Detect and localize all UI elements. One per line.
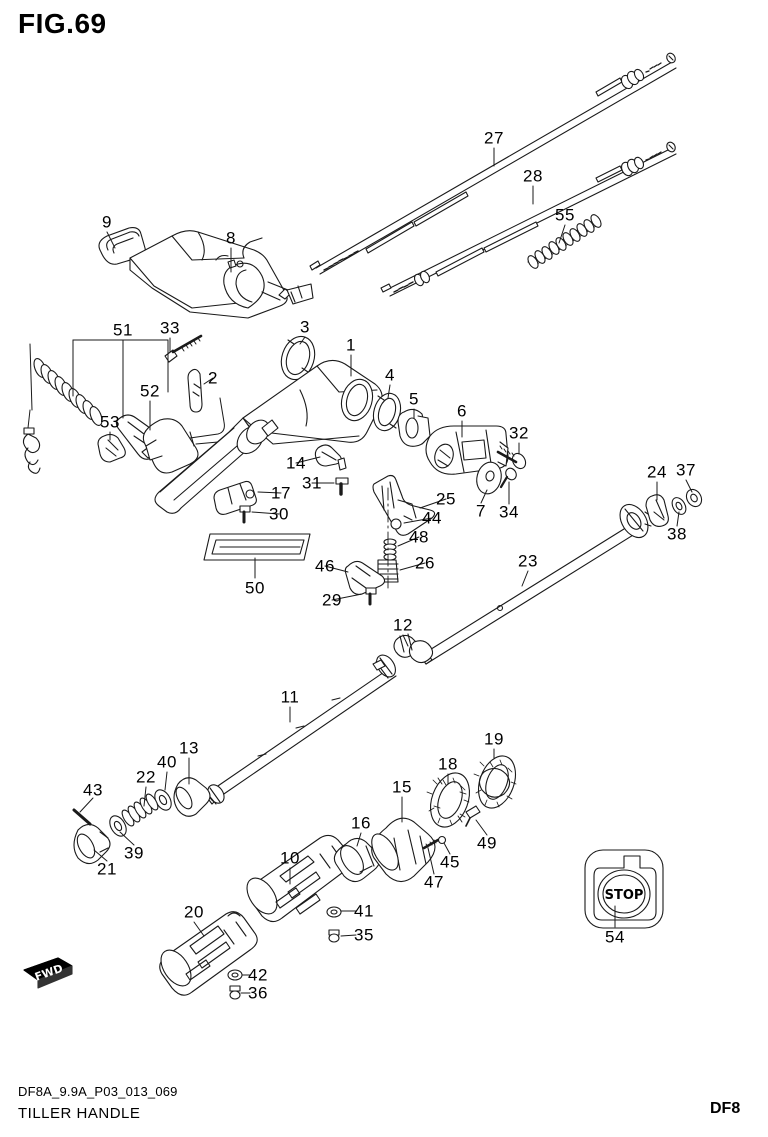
pin-43-part: [72, 808, 92, 826]
leader-lines: [72, 147, 693, 994]
callout-number-22: 22: [136, 767, 156, 787]
callout-number-45: 45: [440, 852, 460, 872]
lanyard-51-part: [22, 343, 103, 474]
callout-number-5: 5: [409, 389, 419, 409]
callout-number-44: 44: [422, 508, 442, 528]
callout-number-20: 20: [184, 902, 204, 922]
key-2-part: [187, 368, 203, 413]
callout-number-48: 48: [409, 527, 429, 547]
spring-22-part: [121, 793, 159, 827]
callout-number-38: 38: [667, 524, 687, 544]
spring-48-part: [383, 538, 397, 561]
callout-number-8: 8: [226, 228, 236, 248]
callout-number-34: 34: [499, 502, 519, 522]
cable-27-part: [309, 52, 677, 275]
fwd-direction-marker: FWD: [23, 957, 73, 989]
scale-ring-19-part: [473, 755, 517, 809]
ring-16-part: [333, 837, 381, 883]
callout-number-11: 11: [280, 687, 300, 707]
callout-number-53: 53: [100, 412, 120, 432]
callout-number-32: 32: [509, 423, 529, 443]
callout-number-24: 24: [647, 462, 667, 482]
callout-number-33: 33: [160, 318, 180, 338]
callout-number-37: 37: [676, 460, 696, 480]
label-plate-50-part: [203, 533, 311, 561]
callout-number-54: 54: [605, 927, 625, 947]
shaft-end-24-37-38: [619, 488, 703, 539]
callout-number-19: 19: [484, 729, 504, 749]
callout-number-3: 3: [300, 317, 310, 337]
callout-number-52: 52: [140, 381, 160, 401]
ring-3-part: [280, 335, 316, 381]
callout-number-21: 21: [97, 859, 117, 879]
switch-module-part: [97, 397, 225, 474]
callout-number-39: 39: [124, 843, 144, 863]
washer-40-part: [154, 789, 172, 811]
callout-number-27: 27: [484, 128, 504, 148]
stop-switch-text: STOP: [605, 888, 644, 903]
screw-34-part: [499, 467, 517, 489]
callout-number-30: 30: [269, 504, 289, 524]
callout-number-49: 49: [477, 833, 497, 853]
callout-number-15: 15: [392, 777, 412, 797]
stop-switch-54-part: STOP: [584, 849, 664, 929]
callout-number-9: 9: [102, 212, 112, 232]
end-cap-9-part: [98, 227, 146, 265]
callout-number-7: 7: [476, 501, 486, 521]
parts-41-35: [326, 906, 342, 943]
throttle-knob-15-part: [371, 817, 436, 883]
callout-number-14: 14: [286, 453, 306, 473]
callout-number-47: 47: [424, 872, 444, 892]
bushing-5-part: [397, 408, 431, 447]
callout-number-2: 2: [208, 368, 218, 388]
callout-number-17: 17: [271, 483, 291, 503]
callout-number-25: 25: [436, 489, 456, 509]
clamp-17-part: [213, 480, 257, 524]
callout-number-18: 18: [438, 754, 458, 774]
callout-number-50: 50: [245, 578, 265, 598]
bushing-13-part: [173, 777, 211, 817]
callout-number-36: 36: [248, 983, 268, 1003]
callout-number-23: 23: [518, 551, 538, 571]
callout-number-1: 1: [346, 335, 356, 355]
callout-number-40: 40: [157, 752, 177, 772]
parts-42-36: [227, 969, 243, 1000]
spiral-tube-55-part: [527, 214, 602, 269]
footer-model-code: DF8: [710, 1100, 741, 1117]
callout-number-6: 6: [457, 401, 467, 421]
footer-part-code: DF8A_9.9A_P03_013_069: [18, 1084, 178, 1099]
bolt-31-part: [335, 477, 349, 496]
callout-number-43: 43: [83, 780, 103, 800]
callout-number-10: 10: [280, 848, 300, 868]
callout-number-51: 51: [113, 320, 133, 340]
fasteners-45-47-49: [422, 805, 481, 850]
shaft-11-part: [205, 654, 397, 805]
scale-ring-18-part: [426, 772, 470, 828]
small-parts-column: [344, 487, 402, 606]
callout-number-41: 41: [354, 901, 374, 921]
callout-number-42: 42: [248, 965, 268, 985]
bolt-32-part: [496, 445, 527, 470]
callout-number-4: 4: [385, 365, 395, 385]
callout-number-16: 16: [351, 813, 371, 833]
callout-number-29: 29: [322, 590, 342, 610]
callout-number-26: 26: [415, 553, 435, 573]
joint-12-part: [393, 633, 434, 664]
nut-21-part: [73, 823, 111, 865]
shaft-23-part: [419, 523, 639, 665]
callout-number-12: 12: [393, 615, 413, 635]
callout-number-28: 28: [523, 166, 543, 186]
callout-number-55: 55: [555, 205, 575, 225]
callout-number-46: 46: [315, 556, 335, 576]
end-grip-20-part: [159, 911, 258, 996]
handle-cover-8-part: [129, 230, 314, 319]
throttle-grip-10-part: [246, 834, 353, 923]
figure-title: FIG.69: [18, 8, 107, 39]
callout-number-31: 31: [302, 473, 322, 493]
callout-number-13: 13: [179, 738, 199, 758]
cable-28-part: [380, 141, 677, 297]
callout-number-35: 35: [354, 925, 374, 945]
footer-diagram-name: TILLER HANDLE: [18, 1105, 141, 1122]
